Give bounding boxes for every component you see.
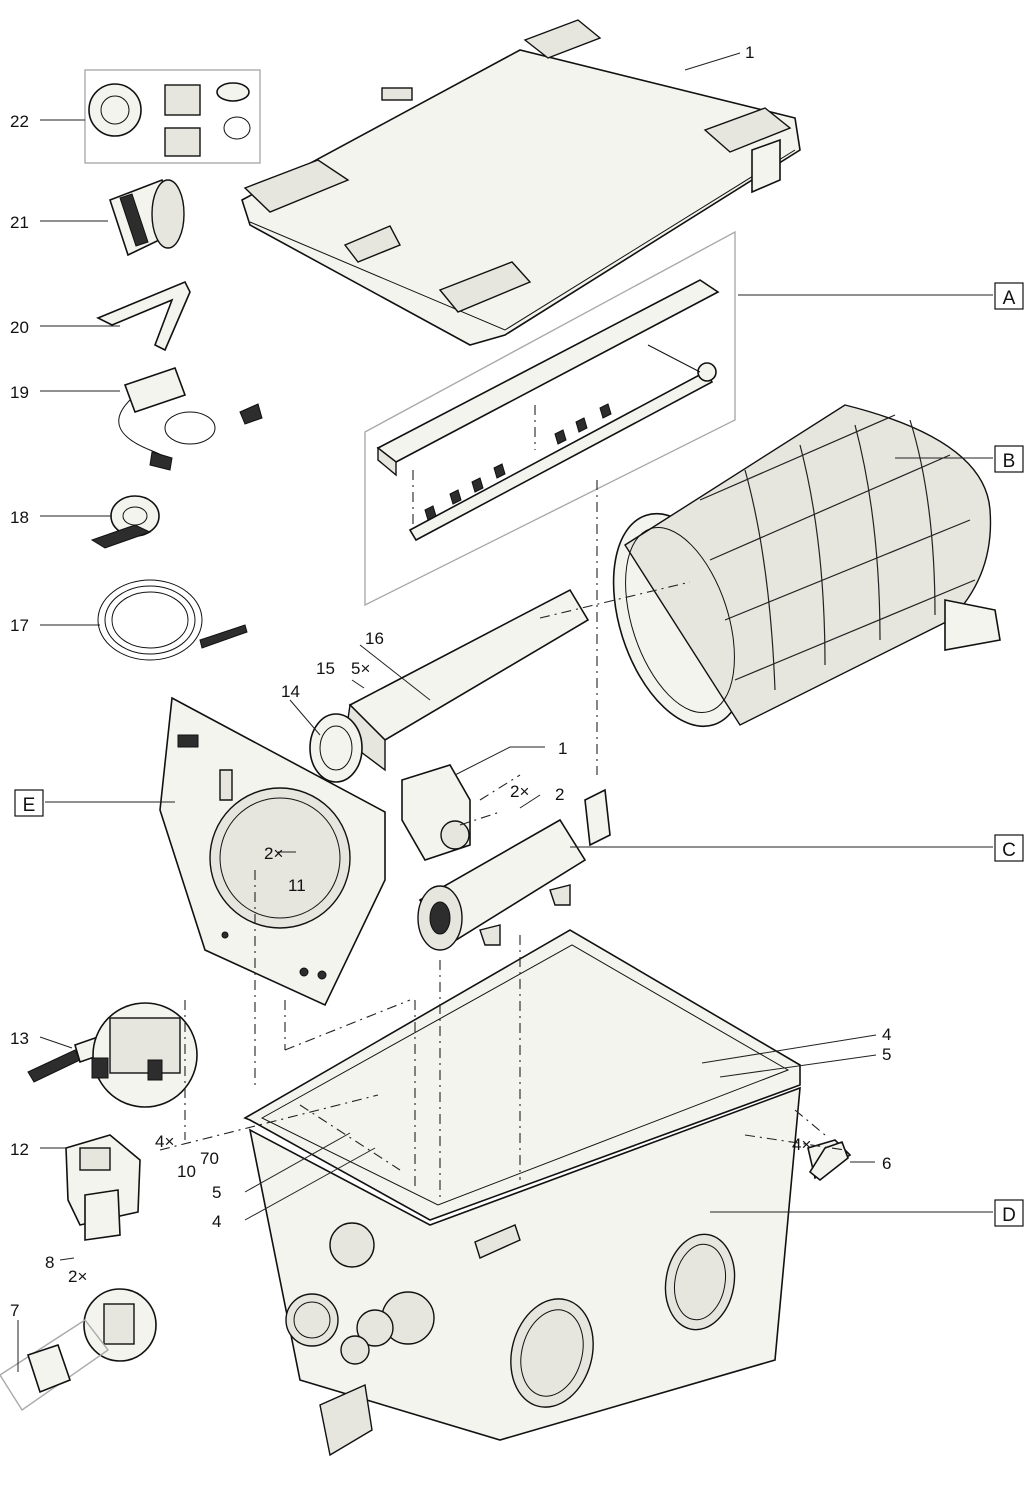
spray-nozzles — [424, 403, 612, 521]
label-2-qty: 2× — [510, 782, 529, 801]
detail-circle-bottom — [83, 1288, 157, 1362]
label-70: 70 — [200, 1149, 219, 1168]
label-21: 21 — [10, 213, 29, 232]
part-17-hose — [97, 579, 248, 661]
side-frame-E — [159, 696, 386, 1007]
part-21-coupling — [109, 178, 185, 257]
detail-circle-top — [91, 1002, 198, 1108]
box-C: C — [994, 834, 1024, 862]
label-4-left: 4 — [212, 1212, 221, 1231]
label-6: 6 — [882, 1154, 891, 1173]
label-1-top: 1 — [745, 43, 754, 62]
label-2: 2 — [555, 785, 564, 804]
part-20-bracket — [96, 280, 191, 352]
svg-text:A: A — [1003, 288, 1016, 309]
label-6-qty: 4× — [792, 1135, 811, 1154]
label-1-mid: 1 — [558, 739, 567, 758]
label-20: 20 — [10, 318, 29, 337]
label-10-qty: 4× — [155, 1132, 174, 1151]
label-12: 12 — [10, 1140, 29, 1159]
label-16: 16 — [365, 629, 384, 648]
collection-gutter — [344, 588, 590, 772]
label-18: 18 — [10, 508, 29, 527]
label-7: 7 — [10, 1301, 19, 1320]
label-13: 13 — [10, 1029, 29, 1048]
svg-text:C: C — [1002, 840, 1016, 861]
uvc-clarifier-C — [417, 788, 611, 951]
label-10: 10 — [177, 1162, 196, 1181]
box-E: E — [14, 789, 44, 817]
part-12-controller — [65, 1134, 141, 1241]
leader-lines — [17, 52, 993, 1372]
label-5-left: 5 — [212, 1183, 221, 1202]
part-6-handle — [808, 1140, 849, 1182]
label-8-qty: 2× — [68, 1267, 87, 1286]
svg-text:D: D — [1002, 1205, 1016, 1226]
label-11: 11 — [288, 876, 306, 895]
label-15-qty: 5× — [351, 659, 370, 678]
filter-housing-D — [243, 929, 852, 1457]
label-17: 17 — [10, 616, 29, 635]
label-14: 14 — [281, 682, 300, 701]
label-19: 19 — [10, 383, 29, 402]
gasket — [309, 713, 363, 783]
svg-text:B: B — [1003, 451, 1016, 472]
part-18-tape — [90, 495, 160, 549]
part-13-connector — [27, 1036, 101, 1083]
part-19-control-unit — [118, 366, 263, 471]
label-22: 22 — [10, 112, 29, 131]
label-11-qty: 2× — [264, 844, 283, 863]
label-4-right: 4 — [882, 1025, 891, 1044]
box-B: B — [994, 445, 1024, 473]
label-15: 15 — [316, 659, 335, 678]
assembly-lines — [159, 480, 846, 1200]
label-5-right: 5 — [882, 1045, 891, 1064]
part-22-fittings — [84, 69, 261, 164]
drive-motor — [401, 764, 471, 861]
lid-cover — [241, 19, 801, 346]
svg-text:E: E — [23, 795, 36, 816]
spray-bar-assembly-A — [364, 230, 736, 607]
part-7-mount — [0, 1319, 110, 1411]
filter-drum-B — [612, 404, 1001, 728]
part-number-labels: 1 22 21 20 19 18 17 16 15 5× 14 1 2× 2 2… — [10, 43, 891, 1320]
box-D: D — [994, 1199, 1024, 1227]
label-8: 8 — [45, 1253, 54, 1272]
box-A: A — [994, 282, 1024, 310]
